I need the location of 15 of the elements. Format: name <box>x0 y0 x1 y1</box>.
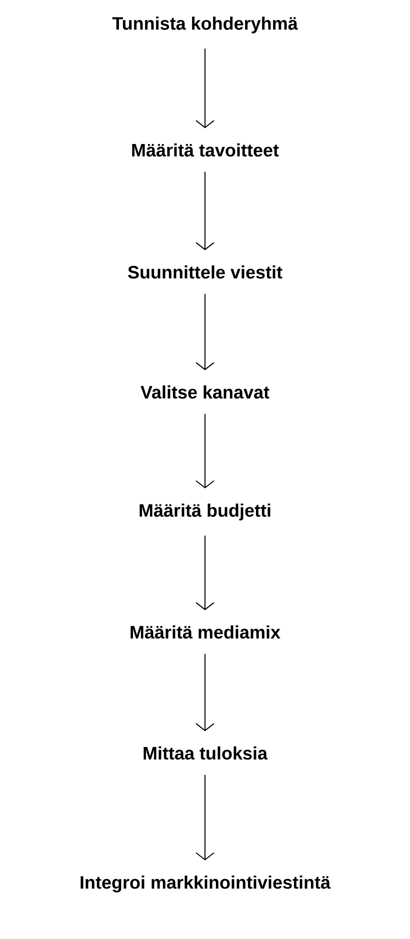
step-label: Integroi markkinointiviestintä <box>80 876 331 892</box>
step-label: Määritä mediamix <box>130 625 280 639</box>
step-label: Tunnista kohderyhmä <box>112 16 298 34</box>
step-label: Määritä tavoitteet <box>132 143 279 157</box>
arrow <box>196 48 214 128</box>
arrow <box>196 653 214 732</box>
arrow <box>196 774 214 860</box>
step-label: Määritä budjetti <box>140 504 270 520</box>
step-label: Valitse kanavat <box>140 385 270 399</box>
step-label: Suunnittele viestit <box>128 265 282 279</box>
arrow <box>196 293 214 370</box>
arrow <box>196 535 214 610</box>
arrow <box>196 413 214 488</box>
step-label: Mittaa tuloksia <box>144 746 268 760</box>
arrow <box>196 171 214 250</box>
